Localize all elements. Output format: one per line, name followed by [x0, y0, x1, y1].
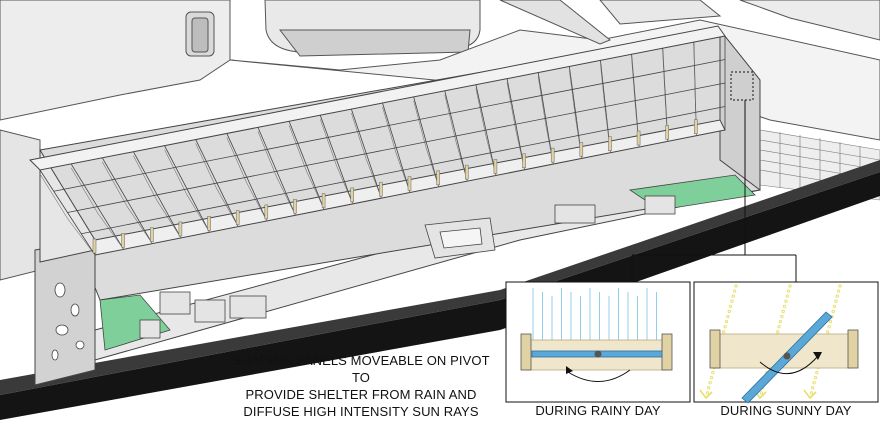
- sunny-day-detail: [693, 281, 879, 404]
- detail-callout: [631, 71, 797, 282]
- caption-line-3: DIFFUSE HIGH INTENSITY SUN RAYS: [243, 404, 479, 419]
- caption-line-2: PROVIDE SHELTER FROM RAIN AND: [245, 387, 477, 402]
- sunny-day-label: DURING SUNNY DAY: [720, 403, 852, 418]
- post-right: [661, 333, 673, 371]
- rainy-day-label: DURING RAINY DAY: [535, 403, 661, 418]
- pivot: [783, 352, 791, 360]
- pivot: [594, 350, 602, 358]
- rotation-arrow: [567, 369, 631, 382]
- sun-rays: [699, 284, 842, 400]
- post-left: [520, 333, 532, 371]
- caption-line-1: SHADING PANELS MOVEABLE ON PIVOT TO: [232, 353, 490, 385]
- rainy-day-detail: [505, 281, 691, 403]
- interior-blocks: [139, 195, 676, 339]
- rotation-arrow: [759, 355, 819, 375]
- ground-slab: [0, 172, 880, 420]
- diagram-caption: SHADING PANELS MOVEABLE ON PIVOT TO PROV…: [222, 352, 500, 420]
- post-right: [847, 329, 859, 369]
- green-floor-left: [99, 294, 171, 351]
- wall-openings: [51, 282, 85, 361]
- post-left: [709, 329, 721, 369]
- coffer-grid: [39, 36, 726, 256]
